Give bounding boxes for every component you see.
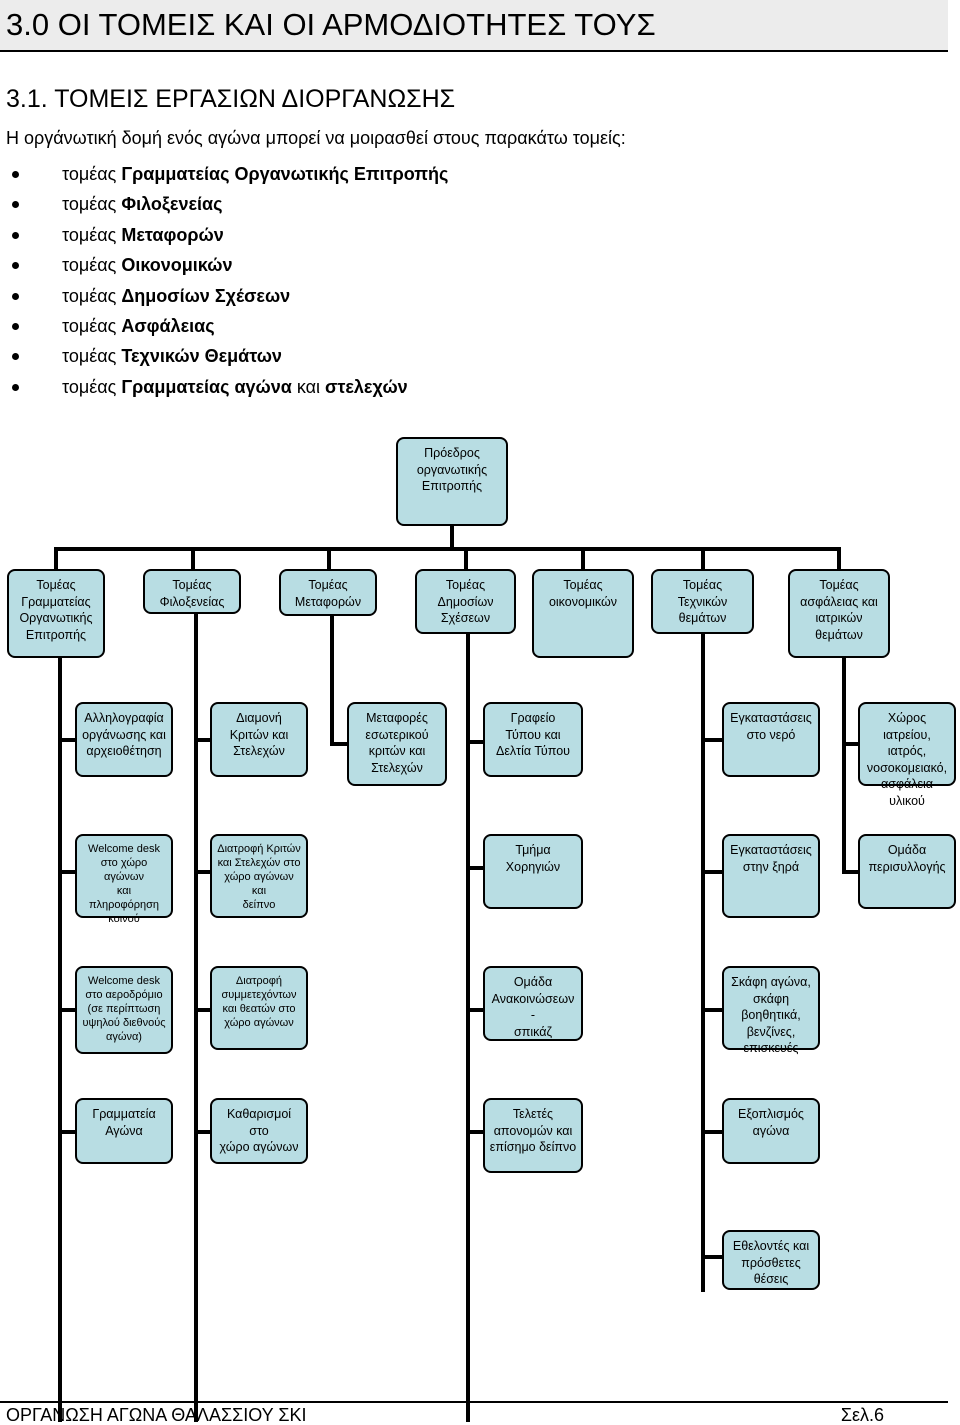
- intro-paragraph: Η οργάνωτική δομή ενός αγώνα μπορεί να μ…: [6, 128, 626, 148]
- sector-bullet-item: τομέας Τεχνικών Θεμάτων: [0, 341, 700, 371]
- bullet-dot-icon: [12, 262, 19, 270]
- bullet-sector-name: Φιλοξενείας: [121, 194, 223, 215]
- task-egkatastaseis-ksira: Εγκαταστάσεις στην ξηρά: [722, 834, 820, 918]
- bullet-sector-name: Οικονομικών: [121, 255, 233, 276]
- sector-bullet-item: τομέας Γραμματείας αγώνα και στελεχών: [0, 372, 700, 402]
- sector-dimosies-sxeseis: Τομέας Δημοσίων Σχέσεων: [415, 569, 516, 634]
- task-ethelontes: Εθελοντές και πρόσθετες θέσεις: [722, 1230, 820, 1290]
- bullet-sector-name: Μεταφορών: [121, 224, 224, 245]
- bullet-sector-name: Τεχνικών Θεμάτων: [121, 346, 282, 367]
- task-eksoplismos-agona: Εξοπλισμός αγώνα: [722, 1098, 820, 1164]
- task-diamoni: Διαμονή Κριτών και Στελεχών: [210, 702, 308, 777]
- bullet-prefix: τομέας: [62, 316, 122, 336]
- task-iatreio: Χώρος ιατρείου, ιατρός, νοσοκομειακό, ασ…: [858, 702, 956, 808]
- bullet-prefix: τομέας: [62, 164, 122, 184]
- sector-bullet-item: τομέας Γραμματείας Οργανωτικής Επιτροπής: [0, 159, 700, 189]
- bullet-sector-name: Δημοσίων Σχέσεων: [121, 285, 291, 306]
- task-omada-perisyllogis: Ομάδα περισυλλογής: [858, 834, 956, 909]
- sector-bullet-text: τομέας Φιλοξενείας: [62, 192, 222, 216]
- sector-bullet-text: τομέας Γραμματείας αγώνα και στελεχών: [62, 375, 408, 399]
- task-tmima-xorigion: Τμήμα Χορηγιών: [483, 834, 583, 909]
- task-teletes-aponomon: Τελετές απονομών και επίσημο δείπνο: [483, 1098, 583, 1173]
- chapter-title: 3.0 ΟΙ ΤΟΜΕΙΣ ΚΑΙ ΟΙ ΑΡΜΟΔΙΟΤΗΤΕΣ ΤΟΥΣ: [6, 7, 656, 42]
- bullet-dot-icon: [12, 201, 19, 209]
- task-skafi-agona: Σκάφη αγώνα, σκάφη βοηθητικά, βενζίνες, …: [722, 966, 820, 1055]
- sector-oikonomika: Τομέας οικονομικών: [532, 569, 634, 658]
- bullet-dot-icon: [12, 383, 19, 391]
- sector-bullet-text: τομέας Τεχνικών Θεμάτων: [62, 344, 282, 368]
- bullet-sector-name: Γραμματείας Οργανωτικής Επιτροπής: [121, 164, 449, 184]
- task-welcome-desk-aerodromio: Welcome desk στο αεροδρόμιο (σε περίπτωσ…: [75, 966, 173, 1054]
- org-root-president: Πρόεδρος οργανωτικής Επιτροπής: [396, 437, 508, 526]
- bullet-dot-icon: [12, 323, 19, 330]
- sector-bullet-item: τομέας Δημοσίων Σχέσεων: [0, 281, 700, 311]
- section-title: 3.1. ΤΟΜΕΙΣ ΕΡΓΑΣΙΩΝ ΔΙΟΡΓΑΝΩΣΗΣ: [6, 85, 456, 113]
- bullet-dot-icon: [12, 292, 19, 300]
- task-metafores-esoterikou: Μεταφορές εσωτερικού κριτών και Στελεχών: [347, 702, 447, 786]
- sector-bullet-text: τομέας Μεταφορών: [62, 223, 224, 247]
- sector-bullet-text: τομέας Γραμματείας Οργανωτικής Επιτροπής: [62, 162, 448, 186]
- bullet-sector-name: Ασφάλειας: [121, 316, 215, 336]
- sector-bullet-text: τομέας Δημοσίων Σχέσεων: [62, 284, 290, 308]
- bullet-prefix: τομέας: [62, 376, 122, 397]
- task-omada-anakoinoseon: Ομάδα Ανακοινώσεων - σπικάζ: [483, 966, 583, 1041]
- page-footer: ΟΡΓΑΝΩΣΗ ΑΓΩΝΑ ΘΑΛΑΣΣΙΟΥ ΣΚΙ Σελ.6: [0, 1401, 948, 1425]
- sector-bullet-item: τομέας Οικονομικών: [0, 250, 700, 280]
- task-diatrofi-kriton: Διατροφή Κριτών και Στελεχών στο χώρο αγ…: [210, 834, 308, 918]
- sector-bullet-item: τομέας Φιλοξενείας: [0, 189, 700, 219]
- bullet-prefix: τομέας: [62, 194, 122, 215]
- task-grammateia-agona: Γραμματεία Αγώνα: [75, 1098, 173, 1164]
- sector-asfaleia: Τομέας ασφάλειας και ιατρικών θεμάτων: [788, 569, 890, 658]
- bullet-prefix: τομέας: [62, 255, 122, 276]
- task-diatrofi-symmetexonton: Διατροφή συμμετεχόντων και θεατών στο χώ…: [210, 966, 308, 1050]
- bullet-dot-icon: [12, 171, 19, 178]
- sector-bullet-text: τομέας Ασφάλειας: [62, 314, 215, 338]
- footer-document-title: ΟΡΓΑΝΩΣΗ ΑΓΩΝΑ ΘΑΛΑΣΣΙΟΥ ΣΚΙ: [6, 1405, 307, 1425]
- bullet-sector-name: Γραμματείας αγώνα: [121, 376, 292, 397]
- bullet-prefix: τομέας: [62, 346, 122, 367]
- sector-bullet-text: τομέας Οικονομικών: [62, 253, 232, 277]
- bullet-prefix: τομέας: [62, 224, 122, 245]
- chapter-header: 3.0 ΟΙ ΤΟΜΕΙΣ ΚΑΙ ΟΙ ΑΡΜΟΔΙΟΤΗΤΕΣ ΤΟΥΣ: [0, 0, 948, 52]
- bullet-tail: στελεχών: [325, 376, 408, 397]
- bullet-suffix: και: [291, 376, 326, 397]
- footer-page-number: Σελ.6: [840, 1405, 884, 1425]
- bullet-dot-icon: [12, 353, 19, 361]
- sector-bullet-item: τομέας Μεταφορών: [0, 220, 700, 250]
- sector-bullet-item: τομέας Ασφάλειας: [0, 311, 700, 341]
- sector-grammateia: Τομέας Γραμματείας Οργανωτικής Επιτροπής: [7, 569, 105, 658]
- sector-filoxenia: Τομέας Φιλοξενείας: [143, 569, 241, 614]
- task-grafeio-typou: Γραφείο Τύπου και Δελτία Τύπου: [483, 702, 583, 777]
- task-katharismoi: Καθαρισμοί στο χώρο αγώνων: [210, 1098, 308, 1164]
- sector-texnika: Τομέας Τεχνικών θεμάτων: [651, 569, 754, 634]
- task-allilografia: Αλληλογραφία οργάνωσης και αρχειοθέτηση: [75, 702, 173, 777]
- bullet-prefix: τομέας: [62, 285, 122, 306]
- task-welcome-desk-agona: Welcome desk στο χώρο αγώνων και πληροφό…: [75, 834, 173, 925]
- bullet-dot-icon: [12, 231, 19, 239]
- task-egkatastaseis-nero: Εγκαταστάσεις στο νερό: [722, 702, 820, 777]
- sector-metafores: Τομέας Μεταφορών: [279, 569, 377, 616]
